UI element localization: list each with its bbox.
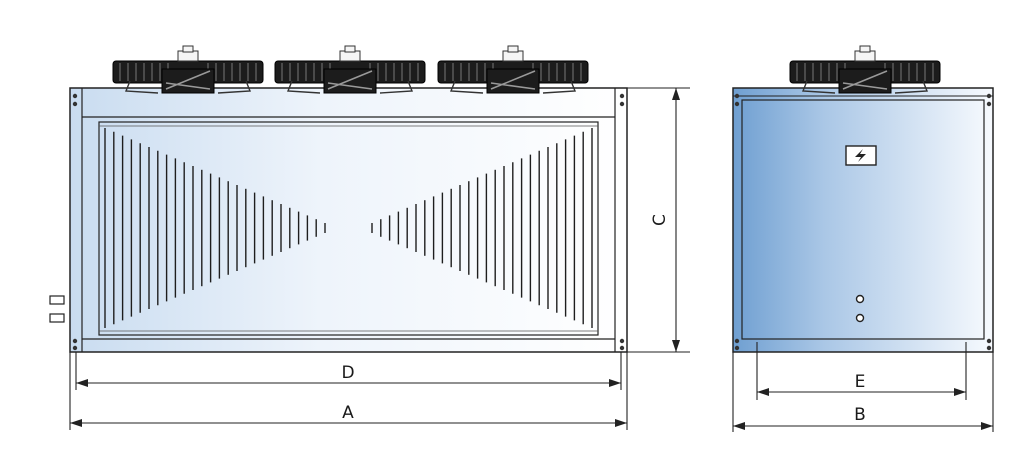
fan-2: [274, 45, 426, 94]
dimension-label-c: C: [650, 214, 670, 226]
dimension-label-b: B: [854, 405, 866, 425]
side-casing: [732, 87, 994, 353]
dimension-lines: [69, 87, 994, 432]
fan-1: [112, 45, 264, 94]
dimension-label-e: E: [855, 372, 866, 392]
coil-fins-left: [104, 128, 326, 328]
coil-fins-right: [371, 128, 593, 328]
dimension-label-d: D: [341, 363, 354, 383]
drain-holes: [855, 294, 865, 323]
fan-side: [789, 45, 941, 94]
pipe-connections: [49, 295, 65, 323]
corner-screws: [72, 93, 625, 351]
lightning-icon: [845, 145, 877, 166]
coil-frame: [98, 121, 599, 336]
front-view: [49, 45, 628, 353]
side-view: [732, 45, 994, 353]
front-casing: [69, 87, 628, 353]
fan-3: [437, 45, 589, 94]
dimension-label-a: A: [342, 403, 354, 423]
